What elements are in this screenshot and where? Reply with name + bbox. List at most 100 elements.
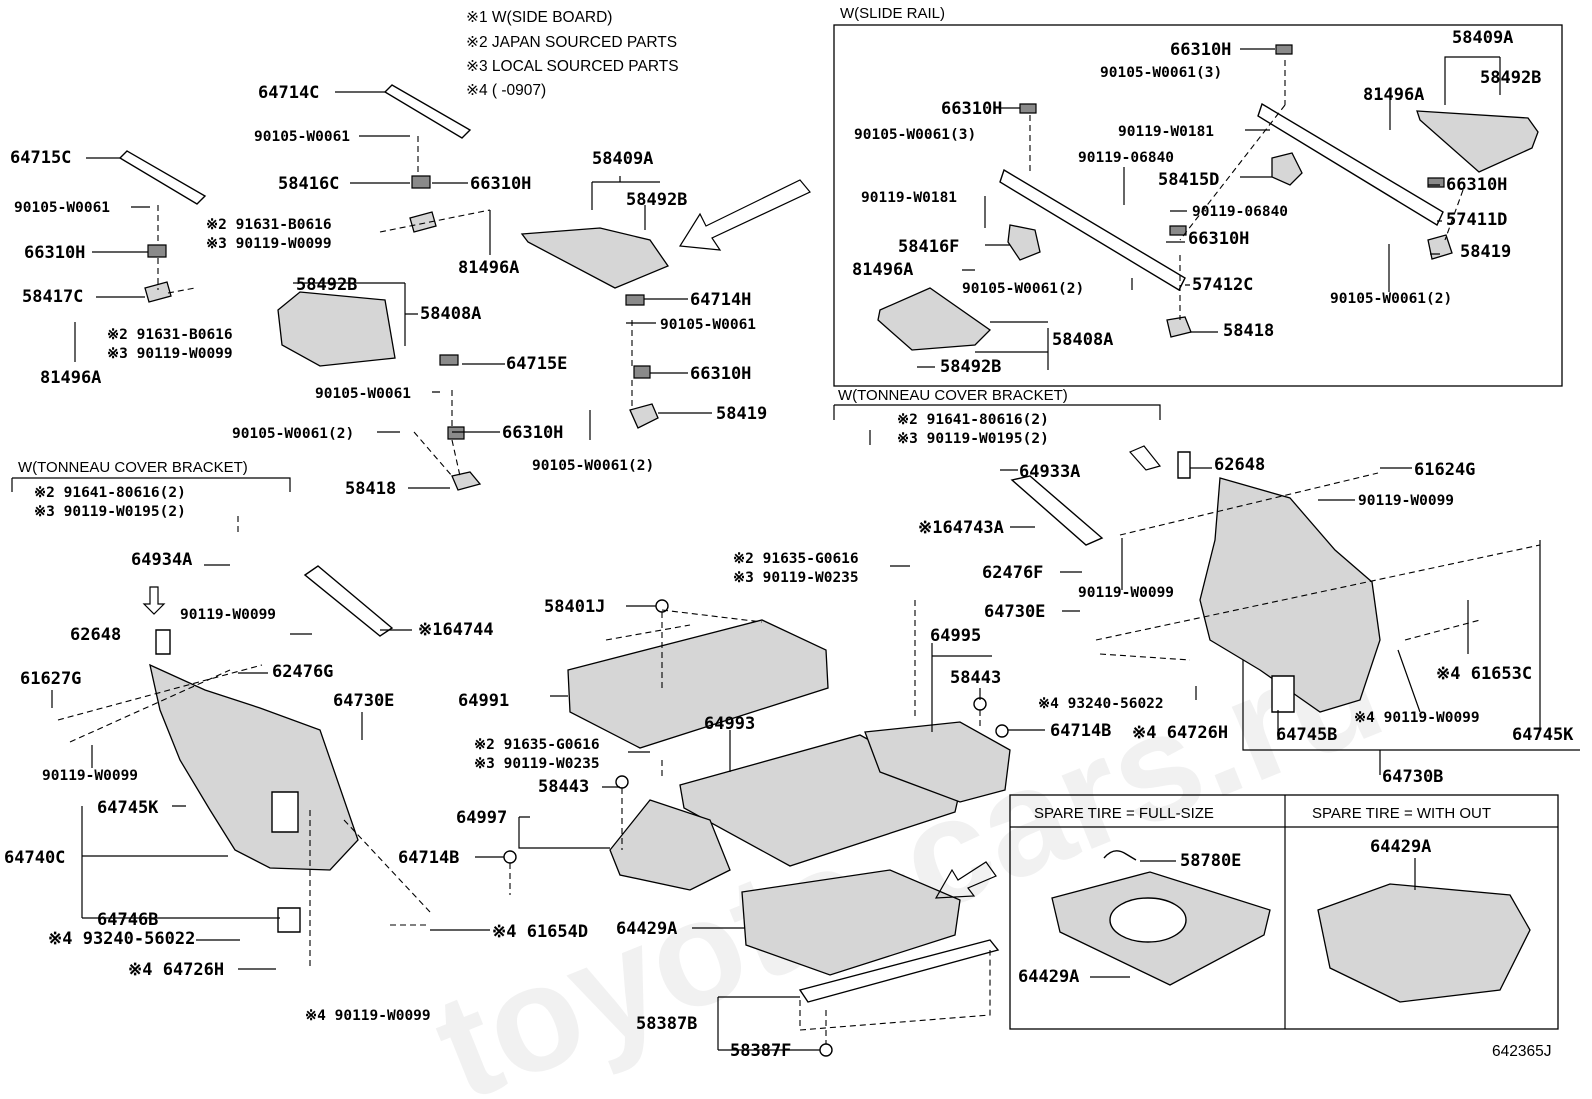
- label-t-64730B: 64730B: [1382, 767, 1443, 787]
- center-dash: [509, 600, 991, 1044]
- side-board-group: 64714C 90105-W0061 64715C 58416C 66310H …: [10, 83, 811, 499]
- label-t-90119c: 90119-W0099: [1078, 585, 1174, 601]
- label-w-90119b: 90119-W0099: [180, 607, 276, 623]
- seal-64743A: [1010, 475, 1104, 546]
- label-r-90105-4: 90105-W0061(2): [1330, 291, 1452, 307]
- frame-64991: [567, 619, 829, 749]
- spare-leaders: [1090, 858, 1416, 978]
- label-r-58419: 58419: [1460, 242, 1511, 262]
- label-r-66310H-3: 66310H: [1188, 229, 1249, 249]
- spare-without-title: SPARE TIRE = WITH OUT: [1312, 805, 1491, 822]
- label-58418-a: 58418: [345, 479, 396, 499]
- slide-rail-title: W(SLIDE RAIL): [840, 5, 945, 22]
- label-r-58409A: 58409A: [1452, 28, 1513, 48]
- note-4: ※4 ( -0907): [466, 82, 546, 99]
- label-w-61654D: ※4 61654D: [492, 922, 588, 942]
- label-w-90119d: ※4 90119-W0099: [305, 1008, 431, 1024]
- label-t-91641: ※2 91641-80616(2): [897, 412, 1049, 428]
- left-trim-leaders: [51, 564, 490, 970]
- cover-58408A-left: [277, 291, 396, 367]
- label-90105-f: 90105-W0061(2): [232, 426, 354, 442]
- label-r-58492B-2: 58492B: [940, 357, 1001, 377]
- label-r-58416F: 58416F: [898, 237, 959, 257]
- bracket-58415D: [1271, 152, 1303, 186]
- label-t-61624G: 61624G: [1414, 460, 1475, 480]
- right-trim-group: W(TONNEAU COVER BRACKET) ※2 91641-80616(…: [833, 387, 1580, 787]
- label-t-61653C: ※4 61653C: [1436, 664, 1532, 684]
- trim-64730B: [1199, 477, 1381, 713]
- label-w-64726H: ※4 64726H: [128, 960, 224, 980]
- label-c-64995: 64995: [930, 626, 981, 646]
- label-c-91635b: ※2 91635-G0616: [474, 737, 600, 753]
- tray-64429A-without: [1317, 883, 1531, 1003]
- clip-66310H-r2: [1019, 103, 1037, 114]
- clip-64714H: [625, 294, 645, 306]
- clip-66310H-l3: [633, 365, 651, 379]
- tonneau-left-title: W(TONNEAU COVER BRACKET): [18, 459, 248, 476]
- label-90105-d: 90105-W0061(2): [532, 458, 654, 474]
- bracket-58419-l: [629, 403, 659, 429]
- label-c-58401J: 58401J: [544, 597, 605, 617]
- label-r-90105-1: 90105-W0061(3): [1100, 65, 1222, 81]
- label-s-64429A-b: 64429A: [1370, 837, 1431, 857]
- label-64715C: 64715C: [10, 148, 71, 168]
- label-c-90119a: ※3 90119-W0235: [733, 570, 859, 586]
- label-w-62648: 62648: [70, 625, 121, 645]
- board-64715C: [118, 150, 207, 205]
- label-w-90119c: 90119-W0099: [42, 768, 138, 784]
- label-58409A-a: 58409A: [592, 149, 653, 169]
- tonneau-right-title: W(TONNEAU COVER BRACKET): [838, 387, 1068, 404]
- center-deck-group: ※2 91635-G0616 ※3 90119-W0235 58401J 649…: [398, 551, 1111, 1061]
- label-r-66310H-4: 66310H: [1446, 175, 1507, 195]
- tray-64429A: [741, 869, 961, 976]
- plug-62648-l: [155, 629, 171, 655]
- label-w-61627G: 61627G: [20, 669, 81, 689]
- label-t-62648: 62648: [1214, 455, 1265, 475]
- clip-64714B-b: [995, 724, 1009, 738]
- label-s-58780E: 58780E: [1180, 851, 1241, 871]
- label-c-64993: 64993: [704, 714, 755, 734]
- label-t-64743A: ※164743A: [918, 518, 1004, 538]
- label-s-64429A-a: 64429A: [1018, 967, 1079, 987]
- label-t-64745B: 64745B: [1276, 725, 1337, 745]
- label-64715E: 64715E: [506, 354, 567, 374]
- arrow-right: [1128, 445, 1162, 471]
- plate-58387B: [798, 939, 1000, 1003]
- note-3: ※3 LOCAL SOURCED PARTS: [466, 58, 679, 75]
- sideboard-dash: [157, 136, 633, 477]
- clip-66310H-l1: [411, 175, 431, 189]
- label-t-64726H: ※4 64726H: [1132, 723, 1228, 743]
- label-c-64991: 64991: [458, 691, 509, 711]
- label-90105-c: 90105-W0061: [660, 317, 756, 333]
- label-90119-a: ※3 90119-W0099: [206, 236, 332, 252]
- label-r-90105-2: 90105-W0061(3): [854, 127, 976, 143]
- watermark: toyota-cars.ru: [413, 602, 1403, 1099]
- label-r-58408A: 58408A: [1052, 330, 1113, 350]
- label-c-58443b: 58443: [950, 668, 1001, 688]
- label-r-90119-1: 90119-W0181: [1118, 124, 1214, 140]
- bracket-58418-l: [451, 471, 482, 491]
- label-c-64714B: 64714B: [398, 848, 459, 868]
- label-66310H-d: 66310H: [502, 423, 563, 443]
- label-w-93240: ※4 93240-56022: [48, 929, 195, 949]
- board-64714C: [383, 84, 472, 139]
- sideboard-leaders: [74, 91, 712, 489]
- label-r-81496A-2: 81496A: [852, 260, 913, 280]
- cover-58409A-left: [520, 227, 669, 289]
- cover-58408A-right: [877, 287, 992, 351]
- label-r-90119-4: 90119-06840: [1192, 204, 1288, 220]
- spare-frame: [1009, 794, 1559, 1030]
- label-t-64933A: 64933A: [1019, 462, 1080, 482]
- clip-66310H-r3: [1169, 225, 1187, 236]
- label-c-91635a: ※2 91635-G0616: [733, 551, 859, 567]
- label-91631-a: ※2 91631-B0616: [206, 217, 332, 233]
- clip-66310H-r1: [1275, 44, 1293, 55]
- rail-57411D: [1257, 102, 1444, 227]
- bracket-58418-r: [1166, 316, 1192, 338]
- label-w-64744: ※164744: [418, 620, 494, 640]
- label-t-64745K: 64745K: [1512, 725, 1574, 745]
- cover-64745K-l: [271, 791, 299, 833]
- label-66310H-a: 66310H: [470, 174, 531, 194]
- label-58492B-a: 58492B: [296, 275, 357, 295]
